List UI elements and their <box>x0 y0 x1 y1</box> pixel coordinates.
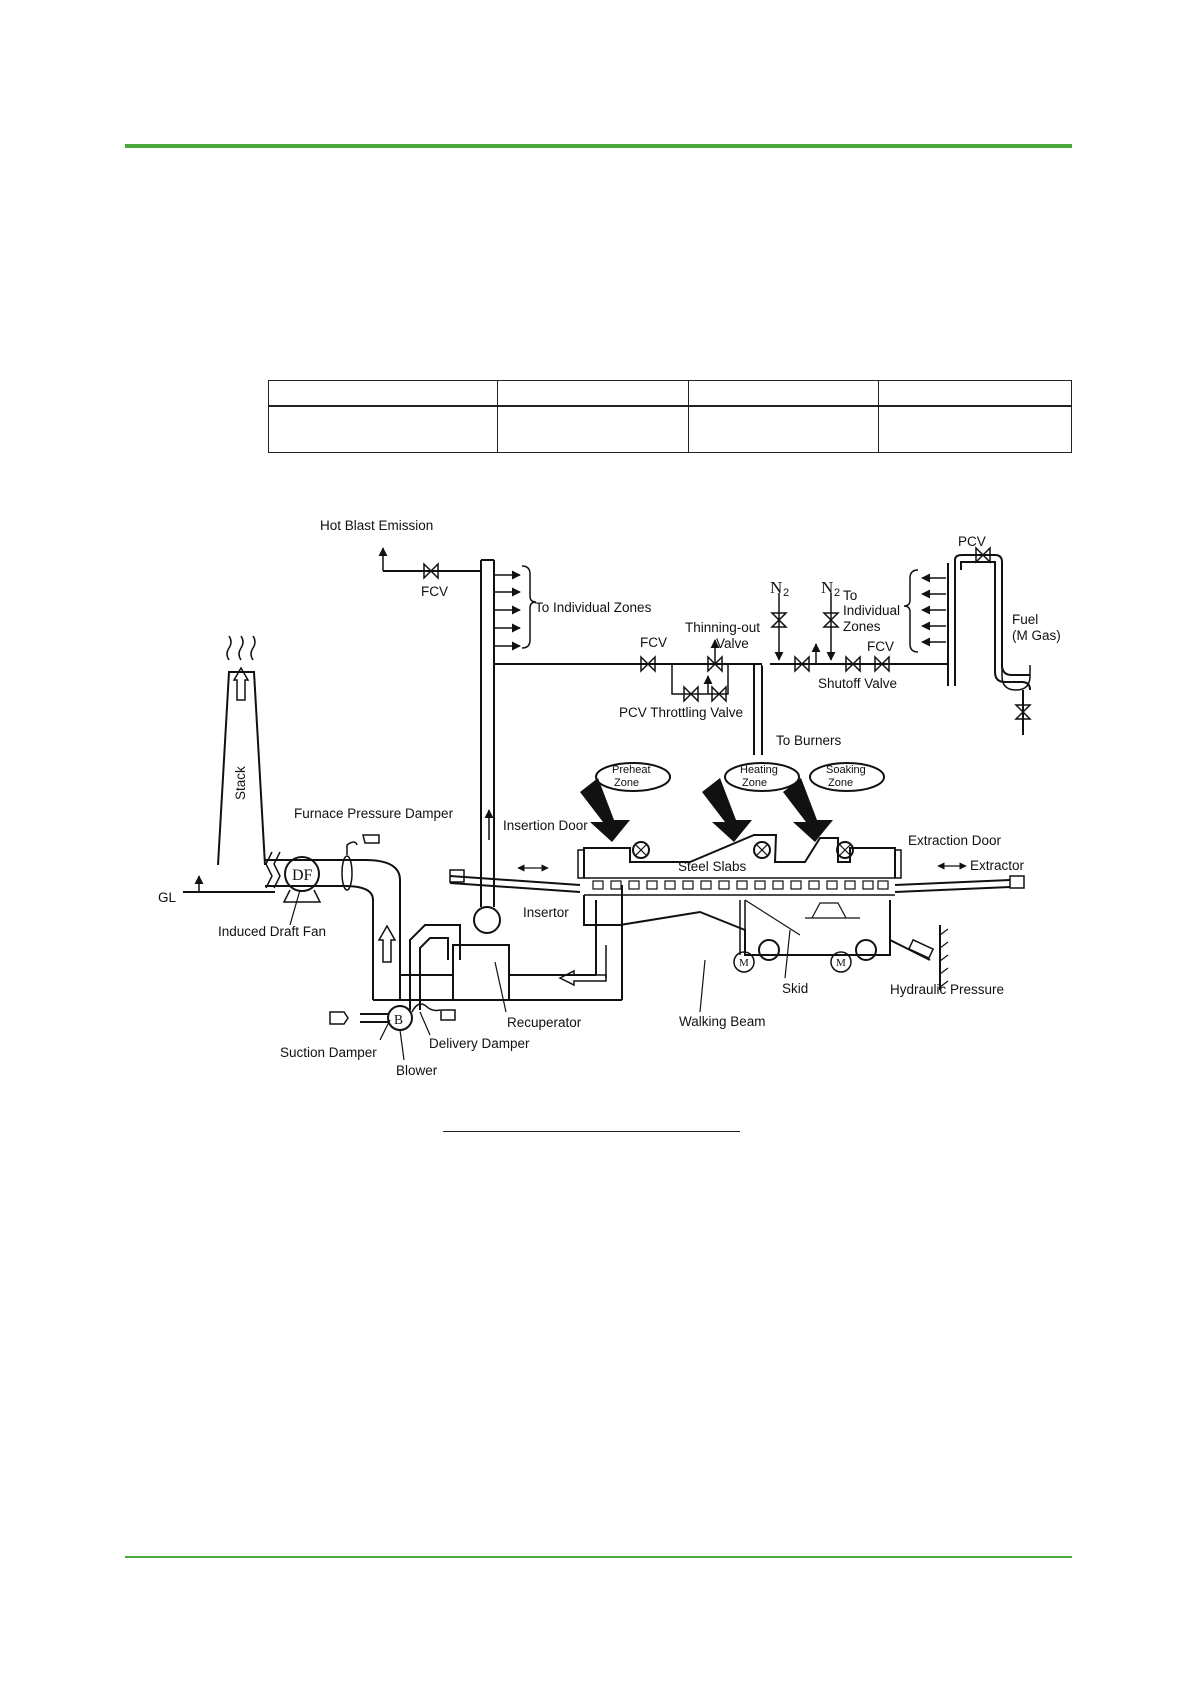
label-suction-damper: Suction Damper <box>280 1045 377 1060</box>
label-blower-symbol: B <box>394 1012 403 1027</box>
label-delivery-damper: Delivery Damper <box>429 1036 530 1051</box>
label-recuperator: Recuperator <box>507 1015 582 1030</box>
burner-heating <box>753 841 771 859</box>
label-fcv-right: FCV <box>867 639 894 654</box>
label-df: DF <box>292 867 313 884</box>
label-heating-zone-1: Heating <box>740 764 778 776</box>
recuperator-box <box>452 944 510 1001</box>
label-motor-1: M <box>739 957 749 969</box>
label-insertion-door: Insertion Door <box>503 818 588 833</box>
stack-shape <box>217 635 266 866</box>
label-insertor: Insertor <box>523 905 569 920</box>
label-to-individual-zones-air: To Individual Zones <box>535 600 652 615</box>
label-fuel-1: Fuel <box>1012 612 1038 627</box>
label-thinning-out-1: Thinning-out <box>685 620 760 635</box>
label-n2-right: N <box>821 578 833 597</box>
label-furnace-pressure-damper: Furnace Pressure Damper <box>294 806 454 821</box>
label-extractor: Extractor <box>970 858 1025 873</box>
label-pcv-top: PCV <box>958 534 986 549</box>
furnace-pressure-damper-symbol <box>341 855 353 891</box>
label-fcv-air: FCV <box>421 584 448 599</box>
label-n2-left-sub: 2 <box>783 587 789 599</box>
label-hydraulic-pressure: Hydraulic Pressure <box>890 982 1004 997</box>
label-extraction-door: Extraction Door <box>908 833 1002 848</box>
label-soaking-zone-1: Soaking <box>826 764 866 776</box>
label-to-zones-fuel-2: Individual <box>843 603 900 618</box>
induced-draft-fan-symbol <box>284 856 320 892</box>
heating-zone-oval <box>724 762 800 792</box>
label-soaking-zone-2: Zone <box>828 777 853 789</box>
label-gl: GL <box>158 890 177 905</box>
label-hot-blast-emission: Hot Blast Emission <box>320 518 433 533</box>
table-row <box>268 405 1072 453</box>
label-steel-slabs: Steel Slabs <box>678 859 747 874</box>
label-preheat-zone-2: Zone <box>614 777 639 789</box>
label-induced-draft-fan: Induced Draft Fan <box>218 924 326 939</box>
footer-rule <box>125 1556 1072 1558</box>
label-n2-left: N <box>770 578 782 597</box>
preheat-zone-oval <box>595 762 671 792</box>
label-n2-right-sub: 2 <box>834 587 840 599</box>
soaking-zone-oval <box>809 762 885 792</box>
blank-table <box>268 380 1072 453</box>
label-fcv-fuel: FCV <box>640 635 667 650</box>
label-motor-2: M <box>836 957 846 969</box>
label-stack: Stack <box>233 766 248 800</box>
label-heating-zone-2: Zone <box>742 777 767 789</box>
label-fuel-2: (M Gas) <box>1012 628 1061 643</box>
label-preheat-zone-1: Preheat <box>612 764 651 776</box>
figure-caption-rule <box>443 1131 740 1132</box>
label-blower: Blower <box>396 1063 438 1078</box>
label-to-zones-fuel-3: Zones <box>843 619 881 634</box>
header-rule <box>125 144 1072 148</box>
label-shutoff-valve: Shutoff Valve <box>818 676 897 691</box>
burner-preheat <box>632 841 650 859</box>
label-walking-beam: Walking Beam <box>679 1014 766 1029</box>
label-to-zones-fuel-1: To <box>843 588 857 603</box>
label-thinning-out-2: Valve <box>716 636 749 651</box>
burner-soaking <box>836 841 854 859</box>
label-to-burners: To Burners <box>776 733 842 748</box>
label-skid: Skid <box>782 981 808 996</box>
table-header-row <box>268 380 1072 407</box>
label-pcv-throttling-valve: PCV Throttling Valve <box>619 705 743 720</box>
zone-arrows <box>580 778 833 842</box>
